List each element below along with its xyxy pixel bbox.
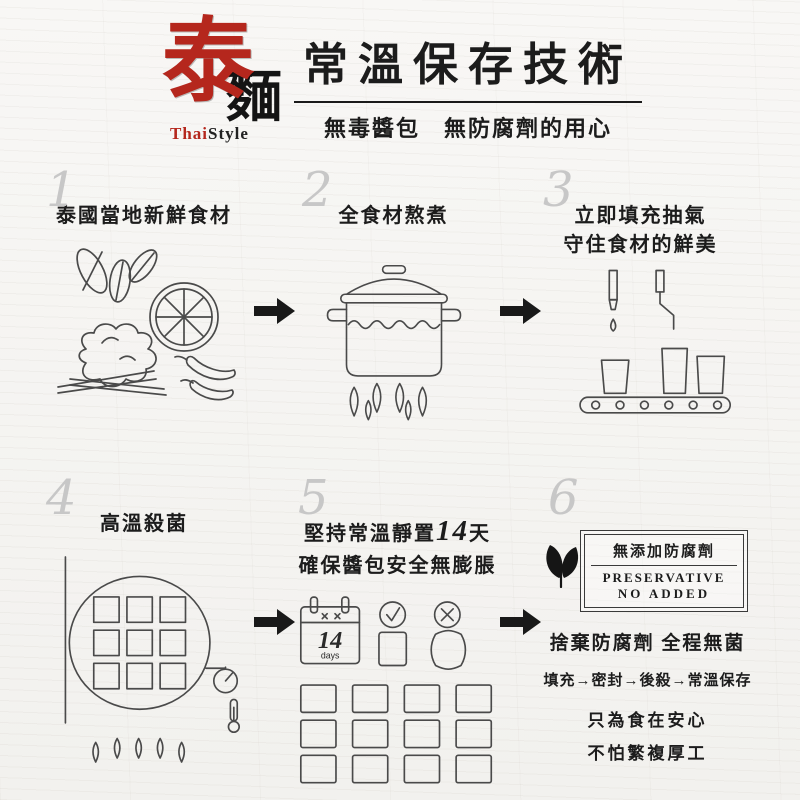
packet-icon bbox=[377, 629, 466, 671]
arrow-right-icon bbox=[500, 298, 541, 324]
step-6-text-line2: 填充→密封→後殺→常溫保存 bbox=[543, 673, 752, 689]
page-title: 常溫保存技術 bbox=[302, 40, 633, 90]
conveyor-icon bbox=[579, 396, 732, 414]
ginger-icon bbox=[77, 323, 157, 388]
ingredients-icon bbox=[56, 248, 236, 401]
swollen-packet-icon bbox=[429, 629, 466, 671]
badge-text-en2: NO ADDED bbox=[617, 586, 711, 601]
logo-back-character: 麵 bbox=[226, 67, 282, 129]
step-6-text-line3: 只為食在安心 bbox=[587, 711, 708, 730]
calendar-day-number: 14 bbox=[317, 627, 341, 654]
badge-frame: 無添加防腐劑 PRESERVATIVE NO ADDED bbox=[580, 530, 748, 612]
step-5-title-14: 14 bbox=[436, 515, 469, 547]
step-5-title-line2: 確保醬包安全無膨脹 bbox=[298, 555, 497, 578]
calendar-day-unit: days bbox=[320, 651, 339, 661]
step-1-title: 泰國當地新鮮食材 bbox=[56, 205, 232, 227]
no-preservative-badge: 無添加防腐劑 PRESERVATIVE NO ADDED bbox=[546, 530, 748, 612]
step-5: 5 堅持常溫靜置14天 確保醬包安全無膨脹 bbox=[290, 470, 505, 785]
logo-main-character: 泰 bbox=[162, 11, 255, 113]
leaf-icon bbox=[546, 545, 579, 588]
step-6-text-line1: 捨棄防腐劑 全程無菌 bbox=[549, 633, 746, 654]
packet-grid-icon bbox=[299, 684, 492, 784]
step-3: 3 立即填充抽氣 守住食材的鮮美 bbox=[538, 162, 743, 431]
step-6-number: 6 bbox=[548, 470, 579, 526]
arrow-right-icon bbox=[254, 298, 295, 324]
step-2-title: 全食材熬煮 bbox=[338, 205, 449, 227]
step-5-title: 堅持常溫靜置14天 確保醬包安全無膨脹 bbox=[290, 510, 505, 581]
step-2-number: 2 bbox=[302, 162, 333, 218]
resting-packets-icon: 14 days bbox=[299, 596, 492, 784]
flame-icon bbox=[91, 737, 185, 763]
pressure-gauge-icon bbox=[204, 666, 238, 694]
step-4: 4 高溫殺菌 bbox=[38, 470, 250, 770]
step-2: 2 全食材熬煮 bbox=[296, 162, 491, 437]
step-3-title-line2: 守住食材的鮮美 bbox=[563, 234, 718, 256]
step-3-title-line1: 立即填充抽氣 bbox=[574, 205, 707, 227]
badge-inner-frame: 無添加防腐劑 PRESERVATIVE NO ADDED bbox=[584, 534, 744, 608]
calendar-icon bbox=[299, 596, 360, 665]
flame-icon bbox=[348, 382, 427, 421]
logo-brand-text: ThaiStyle bbox=[170, 124, 249, 144]
badge-text-cn: 無添加防腐劑 bbox=[612, 544, 715, 560]
pouch-icon bbox=[600, 347, 726, 395]
check-circle-icon bbox=[378, 601, 406, 629]
filling-machine-icon bbox=[579, 269, 732, 414]
step-3-number: 3 bbox=[543, 162, 574, 218]
arrow-right-icon bbox=[254, 609, 295, 635]
arrow-right-icon bbox=[500, 609, 541, 635]
step-4-number: 4 bbox=[46, 470, 77, 526]
step-5-title-part1: 堅持常溫靜置 bbox=[304, 523, 436, 545]
pot-icon bbox=[326, 264, 461, 377]
sterilizer-icon bbox=[64, 556, 240, 763]
chili-icon bbox=[173, 355, 236, 401]
step-6: 6 無添加防腐劑 PRESERVATIVE NO ADDED 捨棄防腐劑 全程無… bbox=[540, 470, 755, 764]
lemongrass-icon bbox=[56, 370, 167, 396]
drop-icon bbox=[609, 318, 617, 332]
header-title-block: 常溫保存技術 無毒醬包 無防腐劑的用心 bbox=[292, 28, 644, 143]
cooking-pot-icon bbox=[326, 264, 461, 421]
step-6-text-line4: 不怕繁複厚工 bbox=[587, 744, 708, 763]
step-1: 1 泰國當地新鮮食材 bbox=[38, 162, 250, 413]
thermometer-icon bbox=[227, 698, 240, 734]
step-4-title: 高溫殺菌 bbox=[100, 513, 188, 535]
lime-icon bbox=[148, 282, 219, 352]
leaf-icon bbox=[75, 248, 158, 303]
badge-text-en1: PRESERVATIVE bbox=[591, 565, 737, 586]
nozzle-icon bbox=[608, 269, 675, 332]
step-5-number: 5 bbox=[298, 470, 329, 526]
step-1-number: 1 bbox=[46, 162, 77, 218]
brand-logo: 麵 泰 ThaiStyle bbox=[162, 16, 297, 144]
sterilizer-basket-icon bbox=[64, 556, 211, 724]
step-5-title-part2: 天 bbox=[469, 523, 491, 545]
logo-brand-thai: Thai bbox=[170, 124, 209, 143]
page-subtitle: 無毒醬包 無防腐劑的用心 bbox=[323, 116, 612, 141]
step-3-title: 立即填充抽氣 守住食材的鮮美 bbox=[538, 202, 743, 260]
logo-brand-style: Style bbox=[208, 124, 249, 143]
cross-circle-icon bbox=[433, 601, 461, 629]
title-divider bbox=[294, 101, 642, 103]
